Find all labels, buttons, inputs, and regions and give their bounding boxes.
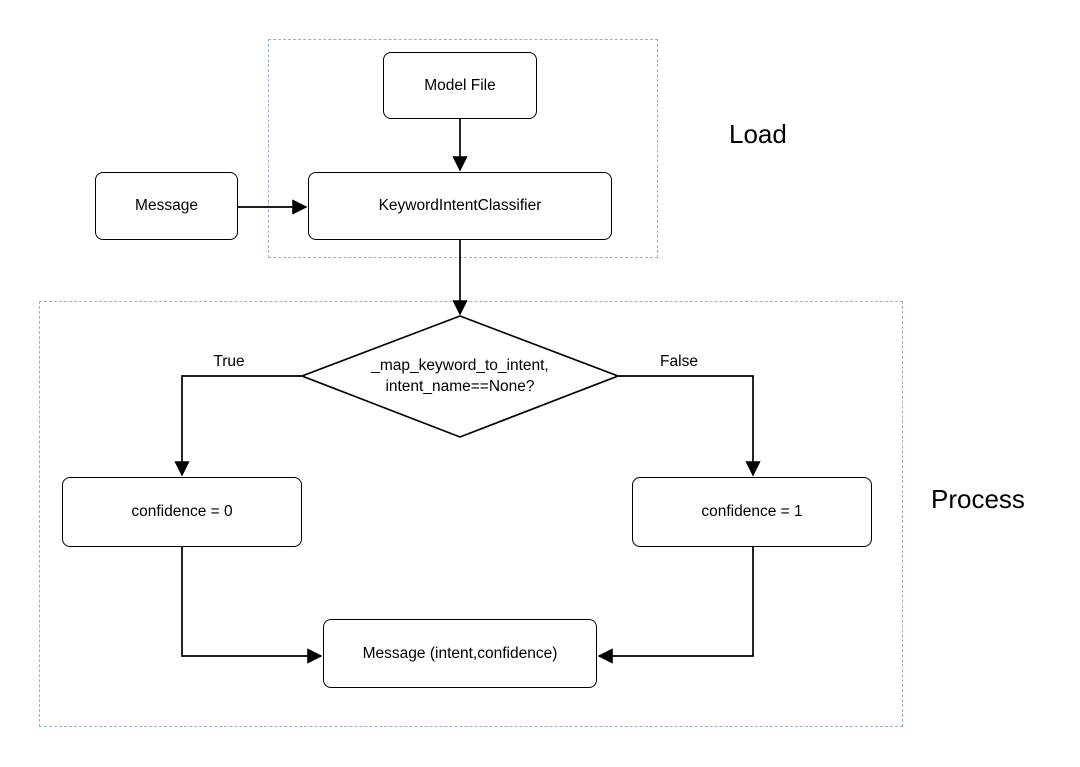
edge-confidence1-to-messageout (597, 547, 754, 664)
edge-confidence0-to-messageout (181, 547, 323, 664)
node-message-input-label: Message (135, 197, 198, 214)
edge-label-false: False (647, 353, 711, 371)
node-confidence-one: confidence = 1 (632, 477, 872, 547)
node-message-output-label: Message (intent,confidence) (362, 644, 558, 662)
edge-decision-false-to-confidence1 (618, 375, 761, 477)
node-decision-label: _map_keyword_to_intent, intent_name==Non… (371, 357, 549, 395)
process-group-label: Process (931, 484, 1025, 514)
decision-diamond-shape (299, 315, 621, 438)
node-confidence-zero-label: confidence = 0 (131, 503, 233, 520)
load-group-boundary (268, 39, 658, 258)
node-keyword-intent-classifier: KeywordIntentClassifier (308, 172, 612, 240)
process-group-boundary (39, 301, 903, 727)
edge-label-true: True (197, 353, 261, 371)
node-model-file: Model File (383, 52, 537, 119)
load-group-label: Load (729, 119, 787, 149)
node-confidence-zero: confidence = 0 (62, 477, 302, 547)
node-confidence-one-label: confidence = 1 (701, 503, 803, 520)
node-keyword-intent-classifier-label: KeywordIntentClassifier (378, 197, 542, 214)
edge-decision-true-to-confidence0 (174, 375, 302, 477)
node-model-file-label: Model File (424, 76, 496, 94)
node-message-output: Message (intent,confidence) (323, 619, 597, 688)
node-message-input: Message (95, 172, 238, 240)
